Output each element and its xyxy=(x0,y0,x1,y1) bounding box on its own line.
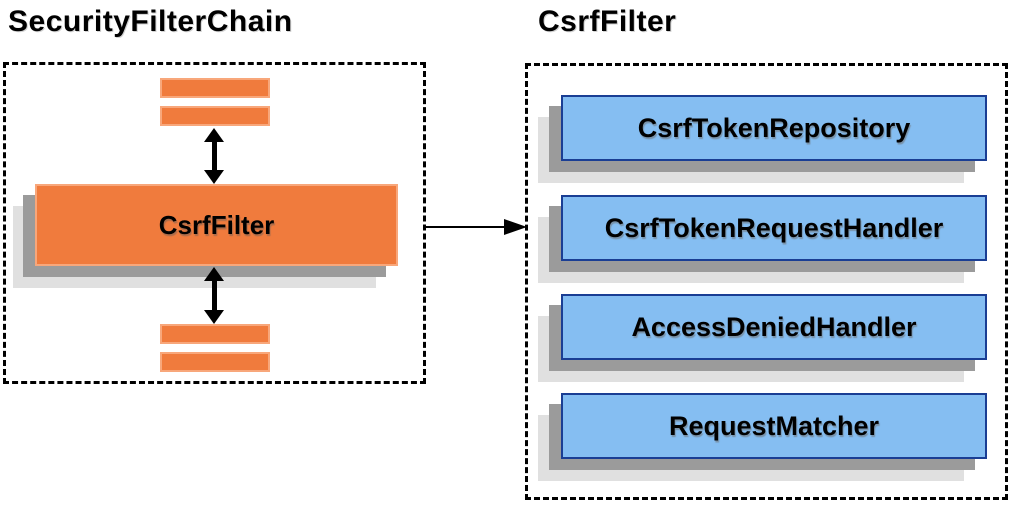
filter-bar-bottom-2 xyxy=(160,352,270,372)
access-denied-handler-label: AccessDeniedHandler xyxy=(631,311,917,342)
request-matcher-label: RequestMatcher xyxy=(668,410,880,441)
csrf-filter-box: CsrfFilter xyxy=(35,184,398,266)
csrf-filter-box-label: CsrfFilter xyxy=(158,209,275,240)
arrow-up-icon xyxy=(204,128,224,142)
filter-bar-bottom-1 xyxy=(160,324,270,344)
connector-arrow-head-icon xyxy=(504,219,527,235)
arrow-shaft xyxy=(211,139,217,173)
filter-bar-top-1 xyxy=(160,78,270,98)
arrow-up-icon xyxy=(204,267,224,281)
csrf-token-repository-box: CsrfTokenRepository xyxy=(561,95,987,161)
connector-arrow-line xyxy=(426,226,506,228)
arrow-shaft xyxy=(211,278,217,313)
csrf-token-repository-label: CsrfTokenRepository xyxy=(637,112,911,143)
security-filter-chain-container xyxy=(3,62,426,384)
arrow-down-icon xyxy=(204,170,224,184)
csrf-filter-container xyxy=(525,63,1008,500)
csrf-filter-title: CsrfFilter xyxy=(538,5,677,38)
bidirectional-arrow-bottom xyxy=(204,267,224,324)
arrow-down-icon xyxy=(204,310,224,324)
bidirectional-arrow-top xyxy=(204,128,224,184)
access-denied-handler-box: AccessDeniedHandler xyxy=(561,294,987,360)
csrf-token-request-handler-box: CsrfTokenRequestHandler xyxy=(561,195,987,261)
request-matcher-box: RequestMatcher xyxy=(561,393,987,459)
csrf-token-request-handler-label: CsrfTokenRequestHandler xyxy=(604,212,944,243)
security-filter-chain-title: SecurityFilterChain xyxy=(8,5,293,38)
filter-bar-top-2 xyxy=(160,106,270,126)
